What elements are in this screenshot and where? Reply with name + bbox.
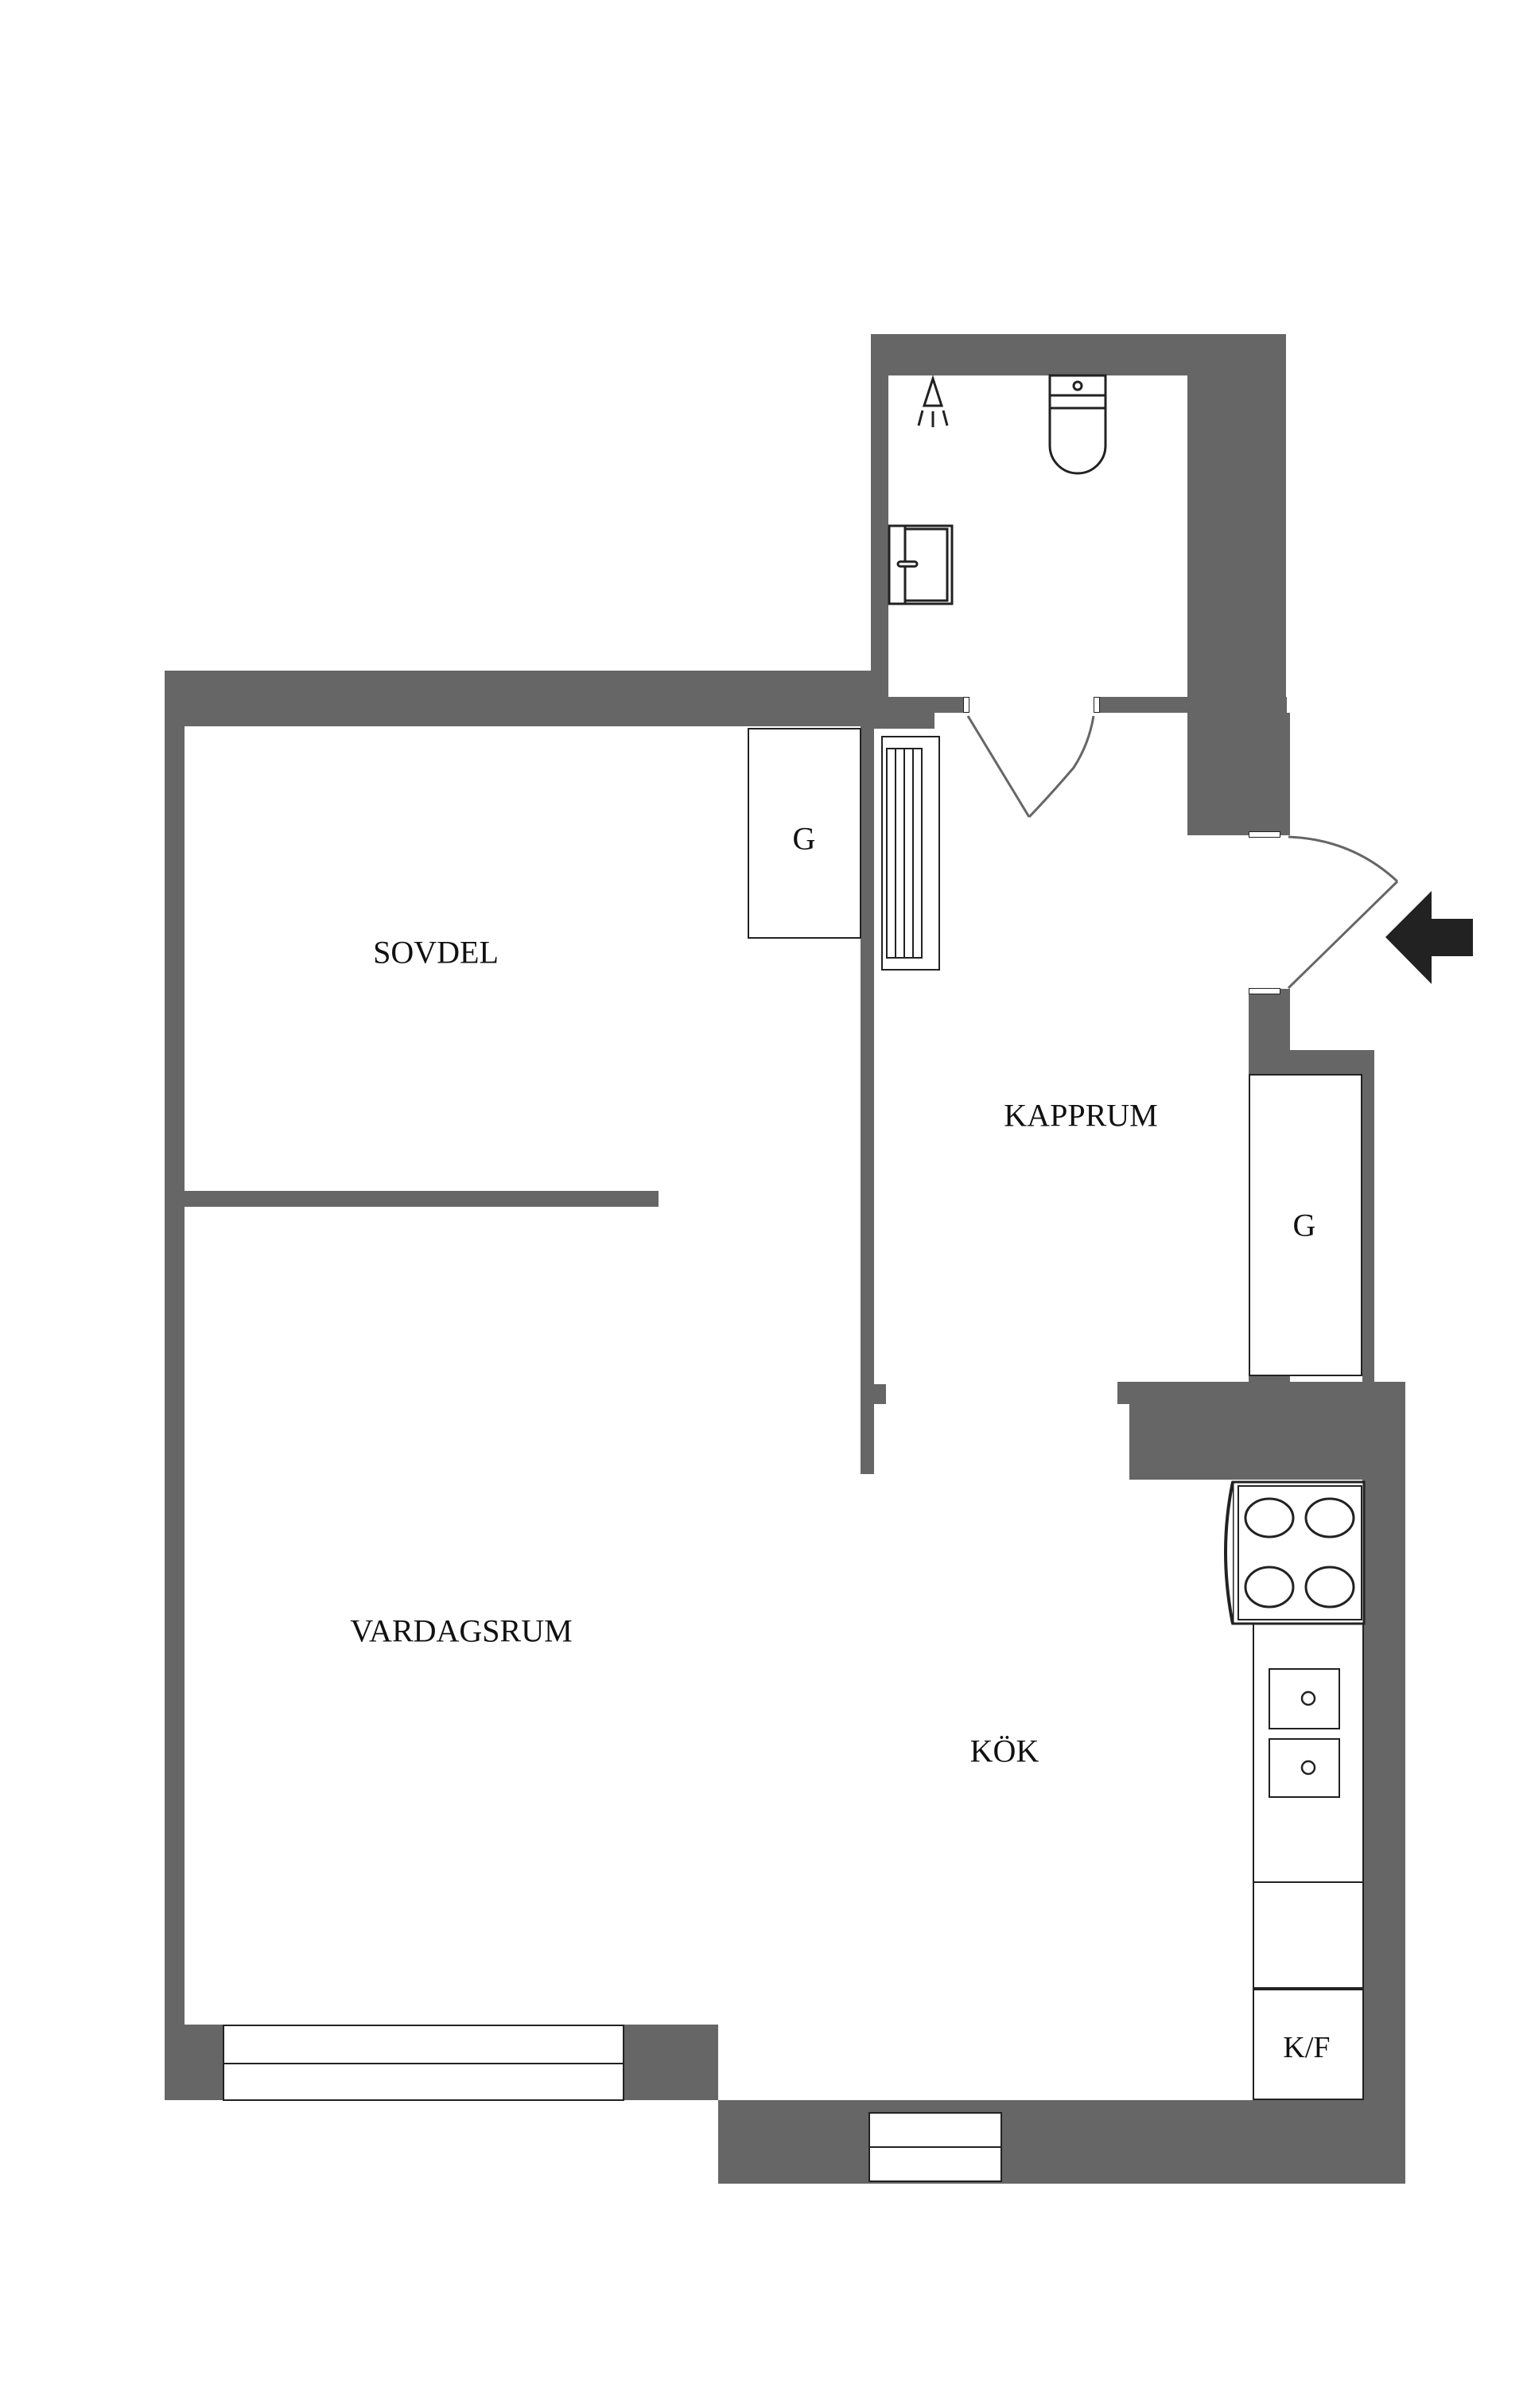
door-jamb (1249, 988, 1280, 994)
room-label-sovdel: SOVDEL (373, 934, 499, 971)
stove-icon (1224, 1480, 1366, 1625)
wall-bottom (718, 2100, 1405, 2184)
drain-icon (1300, 1760, 1316, 1776)
door-jamb (1094, 697, 1100, 713)
closet-hall (1249, 1074, 1362, 1376)
door-swing-icon (1287, 835, 1399, 990)
wall-sovdel-divider (185, 1191, 659, 1207)
wall-closet-right (1362, 1050, 1374, 1384)
wall-top-left (165, 671, 888, 726)
closet-bedroom (748, 728, 861, 939)
door-swing-icon (966, 715, 1095, 819)
wall-bath-left (871, 334, 888, 726)
sink-icon (888, 524, 954, 605)
wall-bath-bottom-left (871, 697, 966, 713)
wall-right-kitchen (1362, 1382, 1405, 2184)
drain-icon (1300, 1690, 1316, 1706)
wall-bath-bottom-right (1096, 697, 1287, 713)
fridge-freezer-label: K/F (1283, 2031, 1331, 2064)
closet-label-hall: G (1292, 1207, 1316, 1243)
wall-interior-vertical (861, 716, 874, 1474)
toilet-icon (1048, 374, 1107, 475)
wall-interior-stub (874, 1384, 886, 1404)
room-label-vardagsrum: VARDAGSRUM (350, 1612, 573, 1649)
room-label-kok: KÖK (969, 1733, 1039, 1769)
counter-segment (1253, 1881, 1364, 1989)
fridge-freezer (1253, 1989, 1364, 2100)
wall-bath-bottom-left2 (871, 713, 934, 729)
window-icon (223, 2025, 624, 2064)
wall-bath-right (1187, 334, 1286, 835)
wall-left (165, 671, 185, 2100)
door-jamb (1249, 831, 1280, 838)
closet-label-bedroom: G (792, 820, 816, 857)
entrance-arrow-icon (1385, 891, 1473, 984)
window-icon (868, 2146, 1002, 2182)
wall-kitchen-block-lower (1129, 1404, 1405, 1480)
door-jamb (963, 697, 969, 713)
window-icon (223, 2063, 624, 2101)
radiator-inner (886, 748, 923, 959)
room-label-kapprum: KAPPRUM (1004, 1097, 1158, 1134)
shower-icon (917, 375, 949, 427)
